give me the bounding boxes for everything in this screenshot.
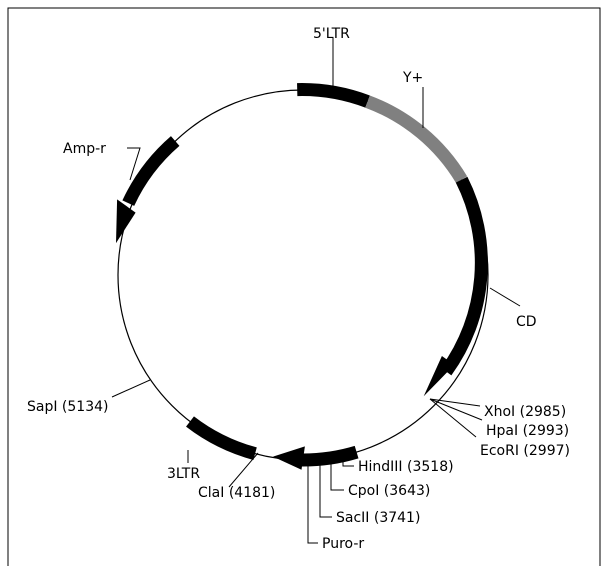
label-sapi: SapI (5134) — [27, 399, 108, 415]
feature-3ltr — [186, 416, 257, 460]
label-5ltr: 5'LTR — [313, 26, 350, 42]
label-clai: ClaI (4181) — [198, 485, 275, 501]
label-amp: Amp-r — [63, 141, 106, 157]
amp-arrowhead — [116, 199, 136, 244]
label-puro: Puro-r — [322, 536, 364, 552]
label-ecori: EcoRI (2997) — [480, 443, 570, 459]
puro-arrowhead — [273, 446, 305, 470]
label-sacii: SacII (3741) — [336, 510, 420, 526]
label-cpoi: CpoI (3643) — [348, 483, 430, 499]
sacii-leader — [319, 458, 332, 518]
puro-leader — [307, 459, 318, 544]
hindiii-leader — [342, 452, 354, 467]
label-xhoi: XhoI (2985) — [484, 404, 566, 420]
ecori-leader — [429, 398, 477, 438]
sapi-leader — [111, 379, 151, 398]
cpoi-leader — [330, 456, 344, 491]
feature-psi — [365, 95, 468, 184]
label-psi: Y+ — [402, 70, 423, 86]
feature-puro — [301, 445, 359, 467]
cd-leader — [489, 287, 521, 307]
feature-amp — [122, 136, 180, 206]
label-cd: CD — [516, 314, 537, 330]
label-hpai: HpaI (2993) — [486, 423, 569, 439]
label-3ltr: 3LTR — [167, 466, 200, 482]
amp-leader — [127, 147, 141, 181]
frame-border — [7, 7, 601, 566]
label-hindiii: HindIII (3518) — [358, 459, 454, 475]
clai-leader — [228, 452, 259, 488]
hpai-leader — [429, 398, 483, 421]
feature-cd — [440, 176, 488, 376]
cd-arrowhead — [423, 356, 455, 397]
xhoi-leader — [429, 398, 481, 407]
feature-5ltr — [297, 83, 370, 108]
